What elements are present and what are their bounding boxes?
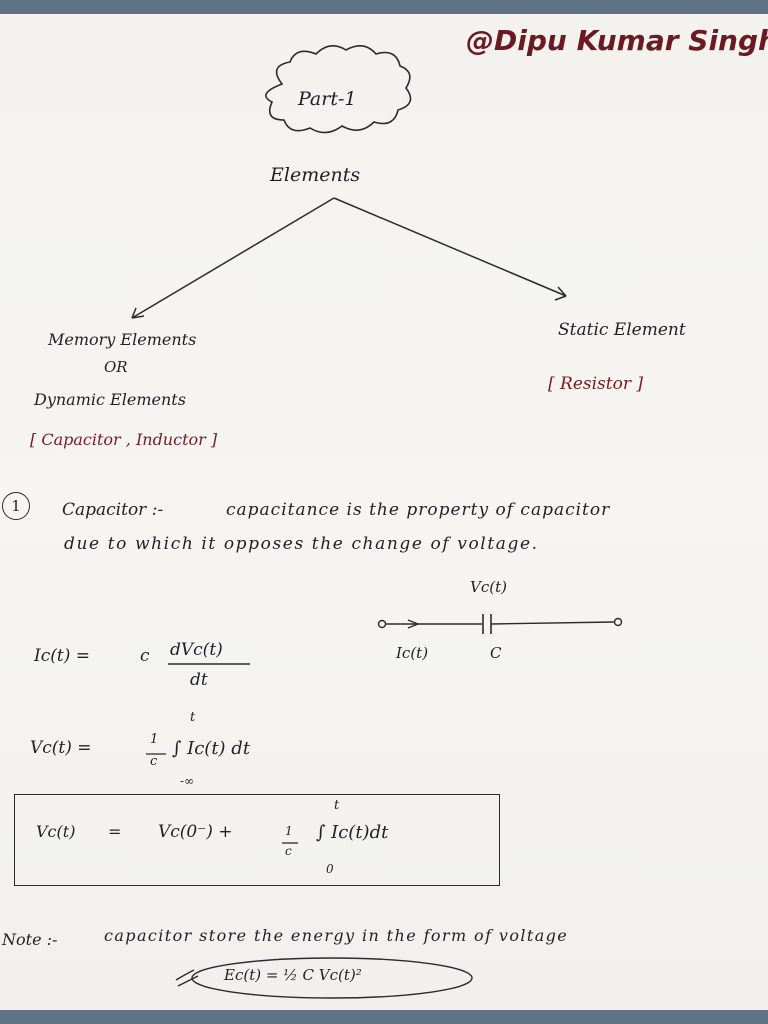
dynamic-elements-label: Dynamic Elements	[34, 390, 186, 409]
energy-outline	[191, 957, 473, 999]
current-eq-denominator: dt	[190, 670, 208, 690]
note-label: Note :-	[2, 930, 58, 949]
boxed-eq-equals: =	[108, 822, 122, 841]
memory-elements-label: Memory Elements	[48, 330, 197, 349]
terminal-left	[377, 619, 387, 629]
notebook-page: @Dipu Kumar Singh Part-1 Elements Memory…	[0, 14, 768, 1010]
static-element-label: Static Element	[558, 320, 686, 340]
voltage-eq-frac-den: c	[150, 754, 158, 769]
note-text: capacitor store the energy in the form o…	[104, 926, 569, 945]
tree-root-label: Elements	[270, 164, 361, 186]
current-eq-lhs: Ic(t) =	[34, 646, 90, 666]
terminal-right	[613, 617, 623, 627]
circuit-voltage-label: Vc(t)	[470, 578, 507, 596]
voltage-eq-upper: t	[190, 710, 196, 725]
left-examples: [ Capacitor , Inductor ]	[30, 430, 218, 449]
cloud-outline	[265, 45, 412, 134]
boxed-eq-frac-num: 1	[285, 824, 293, 838]
boxed-equation	[14, 794, 500, 886]
hand-drawn-strokes	[131, 45, 623, 999]
boxed-eq-lhs: Vc(t)	[36, 822, 76, 841]
current-arrow	[407, 619, 419, 629]
boxed-eq-initial: Vc(0⁻) +	[158, 822, 233, 842]
boxed-eq-lower: 0	[326, 862, 334, 876]
tree-arrow-right	[554, 286, 567, 301]
tree-line-left	[131, 197, 335, 319]
section-number: 1	[2, 492, 30, 520]
voltage-eq-lhs: Vc(t) =	[30, 738, 92, 758]
current-eq-numerator: dVc(t)	[170, 640, 223, 660]
current-eq-coef: c	[140, 646, 150, 666]
tree-arrow-left	[131, 307, 145, 319]
definition-line-1: capacitance is the property of capacitor	[226, 500, 611, 520]
voltage-eq-lower: -∞	[180, 774, 195, 788]
section-title: Capacitor :-	[62, 500, 164, 520]
boxed-eq-body: ∫ Ic(t)dt	[316, 822, 389, 843]
voltage-eq-body: ∫ Ic(t) dt	[172, 738, 251, 759]
circuit-cap-label: C	[490, 644, 502, 662]
boxed-eq-frac-den: c	[285, 844, 292, 858]
check-mark	[175, 969, 199, 987]
definition-line-2: due to which it opposes the change of vo…	[64, 534, 539, 554]
or-label: OR	[104, 358, 128, 376]
right-examples: [ Resistor ]	[548, 374, 644, 394]
tree-line-right	[333, 197, 567, 297]
boxed-eq-upper: t	[334, 798, 340, 813]
wire-right	[490, 621, 615, 625]
energy-equation: Ec(t) = ½ C Vc(t)²	[224, 966, 362, 984]
author-signature: @Dipu Kumar Singh	[466, 24, 768, 57]
part-label: Part-1	[298, 88, 357, 110]
circuit-current-label: Ic(t)	[396, 644, 429, 662]
voltage-eq-frac-num: 1	[150, 732, 159, 747]
